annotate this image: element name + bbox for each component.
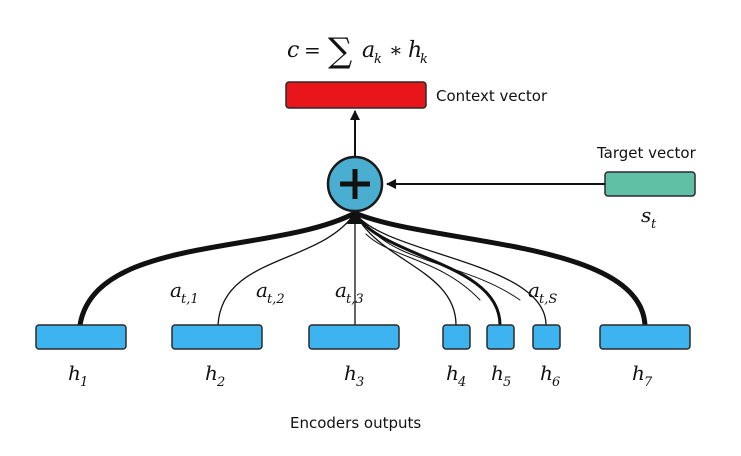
- encoders-outputs-label: Encoders outputs: [290, 414, 421, 432]
- target-vector-box: [604, 171, 696, 197]
- encoder-box-h6: [532, 324, 561, 350]
- encoder-box-h1: [35, 324, 127, 350]
- encoder-label-h2: h: [205, 361, 218, 385]
- target-vector-label: Target vector: [596, 144, 697, 162]
- context-vector-box: [285, 81, 427, 109]
- target-symbol-sub: t: [651, 217, 657, 232]
- encoder-label-h1-sub: 1: [80, 375, 88, 390]
- formula-equals: =: [304, 38, 321, 62]
- encoder-box-h5: [486, 324, 515, 350]
- weight-label-2-sub: t,2: [267, 292, 285, 307]
- encoder-box-h7: [599, 324, 691, 350]
- sum-node: [326, 155, 384, 213]
- encoder-label-h7: h: [632, 361, 645, 385]
- context-formula: c = ∑ a k ∗ h k: [287, 31, 428, 71]
- formula-a-sub: k: [374, 52, 382, 67]
- connection-h2: [217, 212, 356, 326]
- encoder-box-h2: [171, 324, 263, 350]
- encoder-label-h6-sub: 6: [552, 375, 560, 390]
- weight-label-s-sub: t,S: [539, 292, 557, 307]
- encoder-label-h2-sub: 2: [216, 375, 225, 390]
- formula-h: h: [408, 38, 422, 63]
- connection-h7: [352, 210, 648, 328]
- encoder-label-h3: h: [344, 361, 357, 385]
- weight-label-s: a: [528, 278, 540, 302]
- encoder-label-h7-sub: 7: [644, 375, 653, 390]
- connection-extra-2: [365, 233, 481, 301]
- weight-label-1: a: [170, 278, 182, 302]
- connection-extra-1: [371, 229, 521, 301]
- weight-label-3: a: [335, 278, 347, 302]
- encoder-label-h4: h: [446, 361, 459, 385]
- encoder-label-h4-sub: 4: [457, 375, 466, 390]
- encoder-label-h6: h: [540, 361, 553, 385]
- encoder-box-h4: [442, 324, 471, 350]
- weight-label-3-sub: t,3: [346, 292, 364, 307]
- encoder-label-h5: h: [491, 361, 504, 385]
- encoder-label-h3-sub: 3: [356, 375, 364, 390]
- connection-h5: [353, 211, 502, 327]
- formula-a: a: [362, 38, 375, 63]
- formula-lhs: c: [287, 38, 299, 63]
- connection-h4: [354, 212, 457, 326]
- connection-h1: [77, 210, 358, 328]
- formula-sum: ∑: [328, 31, 352, 71]
- connection-h6: [354, 212, 547, 326]
- attention-connections: [77, 210, 648, 328]
- encoder-label-h5-sub: 5: [503, 375, 511, 390]
- encoder-box-h3: [308, 324, 400, 350]
- target-symbol: s: [641, 203, 651, 227]
- encoder-label-h1: h: [68, 361, 81, 385]
- encoder-labels: h 1 h 2 h 3 h 4 h 5 h 6 h 7: [68, 361, 653, 390]
- context-vector-label: Context vector: [436, 87, 548, 105]
- formula-op: ∗: [389, 38, 403, 62]
- formula-h-sub: k: [420, 52, 428, 67]
- encoder-boxes: [35, 324, 691, 350]
- attention-weight-labels: a t,1 a t,2 a t,3 a t,S: [170, 278, 557, 307]
- merge-arrowhead: [347, 212, 363, 224]
- weight-label-2: a: [256, 278, 268, 302]
- weight-label-1-sub: t,1: [181, 292, 199, 307]
